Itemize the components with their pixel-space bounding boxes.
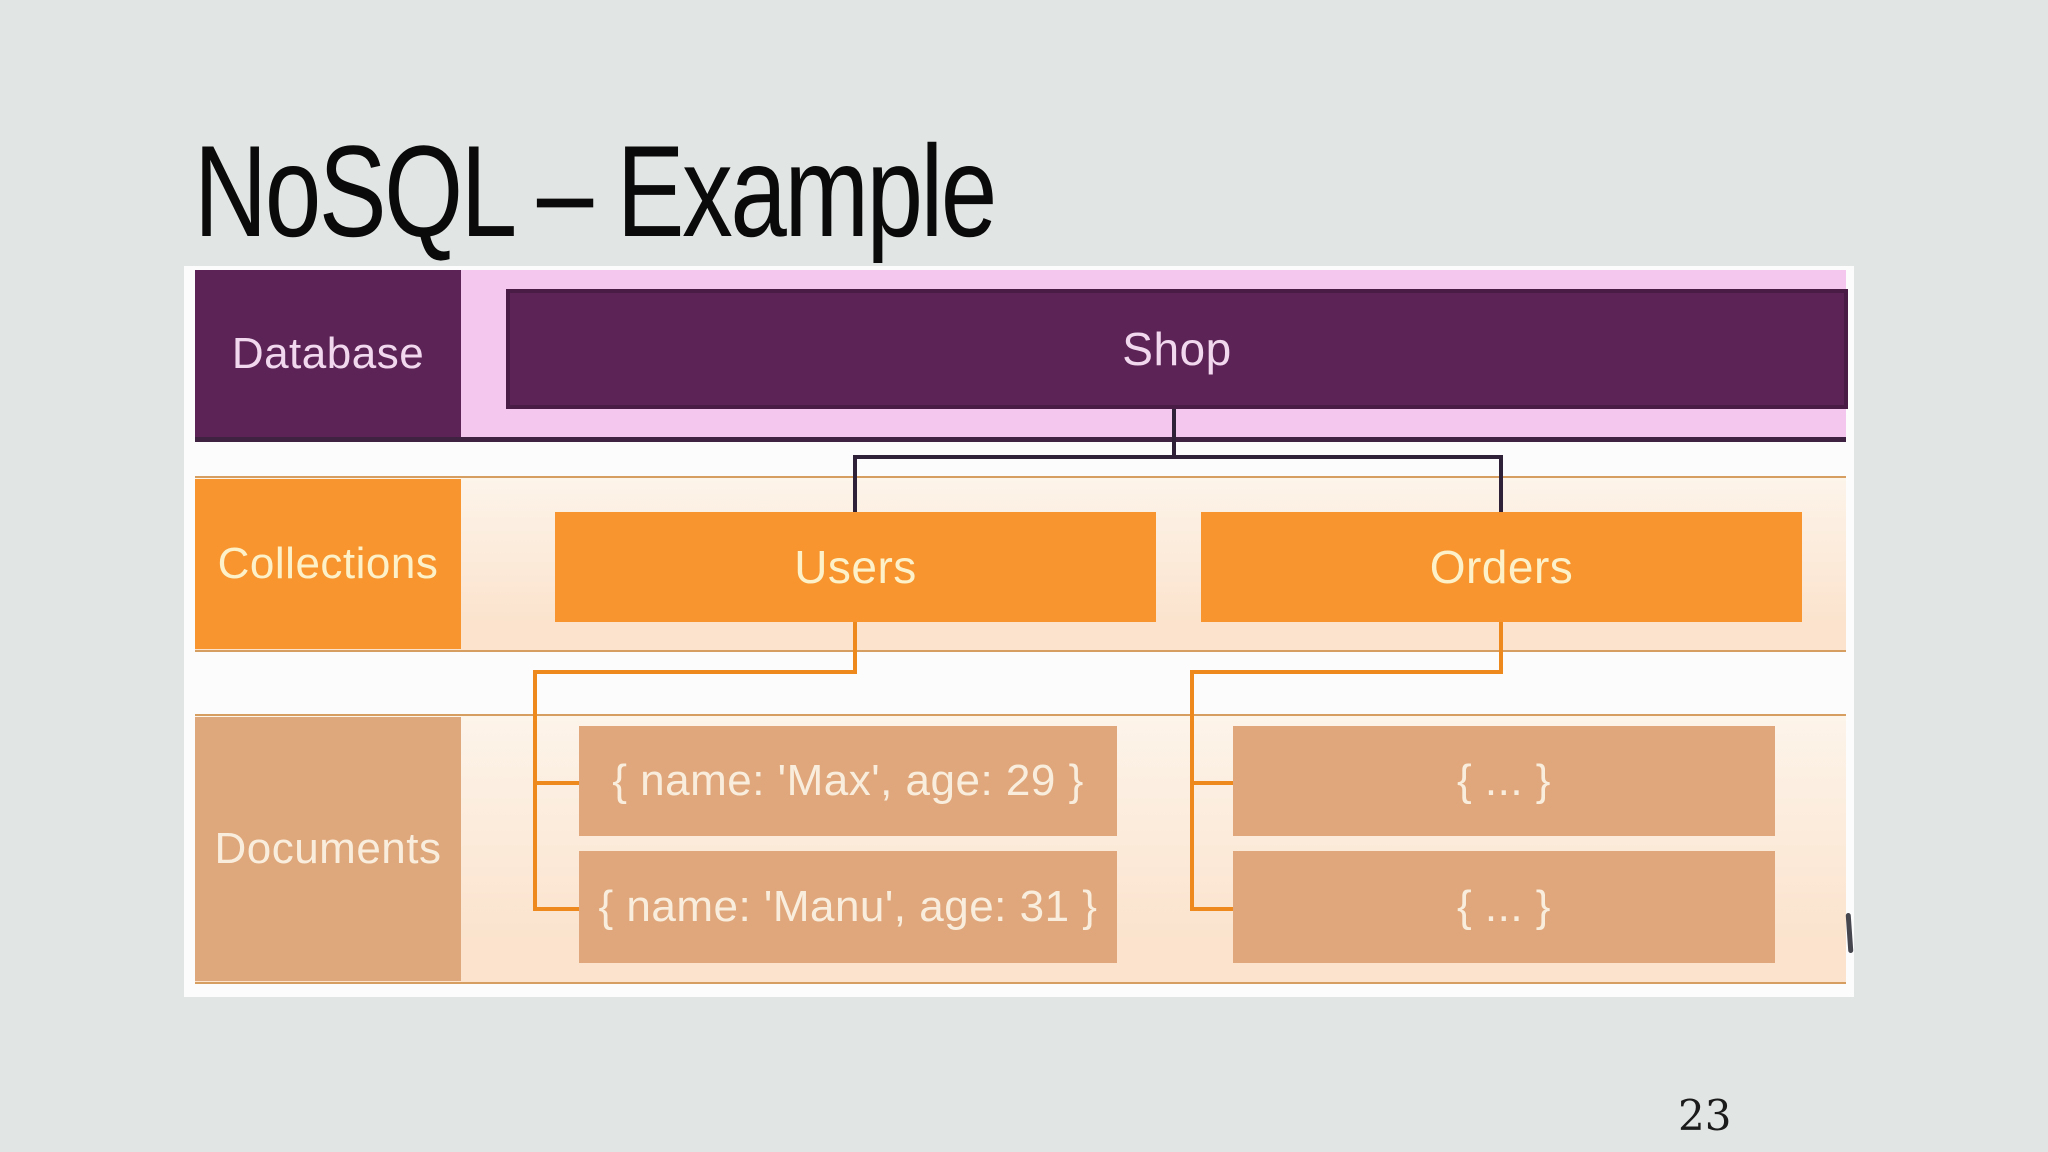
node-shop-text: Shop: [1122, 323, 1232, 375]
connector-orders-doc1-stub: [1190, 781, 1235, 785]
node-orders-text: Orders: [1429, 541, 1574, 593]
row-label-database: Database: [195, 270, 461, 437]
row-label-collections: Collections: [195, 479, 461, 649]
row-label-documents-text: Documents: [214, 824, 442, 873]
document-orders-1: { ... }: [1233, 726, 1775, 836]
document-orders-1-text: { ... }: [1456, 756, 1551, 805]
connector-shop-stem: [1172, 409, 1176, 457]
document-orders-2-text: { ... }: [1456, 882, 1551, 931]
node-shop: Shop: [506, 289, 1848, 409]
connector-orders-elbow: [1190, 670, 1503, 674]
connector-drop-users: [853, 455, 857, 514]
connector-shop-branch: [853, 455, 1503, 459]
document-users-2: { name: 'Manu', age: 31 }: [579, 851, 1117, 963]
node-users: Users: [555, 512, 1156, 622]
connector-users-doc1-stub: [533, 781, 581, 785]
connector-users-elbow: [533, 670, 857, 674]
connector-orders-spine: [1190, 670, 1194, 911]
node-orders: Orders: [1201, 512, 1802, 622]
row-label-documents: Documents: [195, 717, 461, 981]
connector-users-stem: [853, 622, 857, 674]
slide-title: NoSQL – Example: [194, 118, 997, 265]
row-label-database-text: Database: [231, 328, 425, 378]
nosql-structure-diagram: Database Collections Documents Shop User…: [184, 266, 1854, 997]
document-users-1: { name: 'Max', age: 29 }: [579, 726, 1117, 836]
connector-drop-orders: [1499, 455, 1503, 514]
document-orders-2: { ... }: [1233, 851, 1775, 963]
connector-orders-stem: [1499, 622, 1503, 674]
page-number: 23: [1678, 1091, 1732, 1140]
row-label-collections-text: Collections: [217, 539, 439, 588]
connector-users-spine: [533, 670, 537, 911]
node-users-text: Users: [794, 541, 917, 593]
video-artifact-mark: [1845, 912, 1854, 954]
document-users-1-text: { name: 'Max', age: 29 }: [612, 756, 1084, 805]
connector-orders-doc2-stub: [1190, 907, 1235, 911]
document-users-2-text: { name: 'Manu', age: 31 }: [598, 882, 1098, 931]
connector-users-doc2-stub: [533, 907, 581, 911]
